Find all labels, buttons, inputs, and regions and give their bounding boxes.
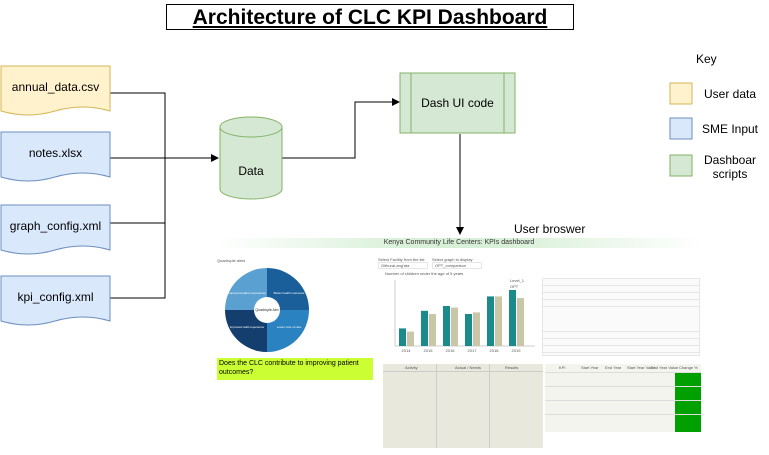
key-label-user-data: User data [703,87,757,101]
kpi-header-2: End Year [605,365,622,370]
aim-label-3: Improved staff experience [230,325,265,329]
filter-label-facility: Select Facility from the list [378,257,425,262]
bar-opt-2015 [429,314,436,346]
graph-config-label: graph_config.xml [9,219,102,233]
bar-level_1-2018 [487,296,494,346]
section-label: Quadruple aims [217,258,246,263]
graph-dropdown[interactable]: OPT_comparison [432,262,482,269]
bar-level_1-2019 [509,290,516,346]
key-label-sme-input: SME Input [701,122,759,136]
bar-level_1-2015 [421,310,428,346]
x-tick-label: 2014 [402,348,412,353]
bar-opt-2017 [473,312,480,346]
dash-ui-label: Dash UI code [421,96,494,110]
bar-opt-2016 [451,307,458,346]
aim-label-2: Lower cost of care [277,325,302,329]
legend-opt: OPT [510,284,519,289]
graph-config-doc [0,204,111,255]
notes-doc [0,131,111,182]
wheel-center: Quadruple Aim [255,308,278,312]
page-title: Architecture of CLC KPI Dashboard [166,4,574,30]
bar-level_1-2016 [443,306,450,346]
data-store-label: Data [238,164,264,178]
x-tick-label: 2018 [490,348,500,353]
activity-header-0: Activity [405,365,418,370]
aim-segment-staff [225,310,267,352]
activity-header-2: Results [505,365,519,370]
question-box: Does the CLC contribute to improving pat… [217,358,373,380]
key-swatch-user-data [669,82,693,105]
facility-dropdown[interactable]: Githurai-ang'ata [378,262,428,269]
bar-chart: 2014 2015 2016 2017 2018 2019 [394,280,535,353]
key-title: Key [696,52,717,66]
x-tick-label: 2019 [512,348,522,353]
kpi-header-5: Change % [679,365,698,370]
kpi-header-1: Start Year [581,365,599,370]
input-connectors [110,92,464,299]
dashboard-screenshot: Kenya Community Life Centers: KPIs dashb… [215,238,703,448]
bar-opt-2014 [407,331,414,346]
aim-label-0: Improved patient experience [228,291,266,295]
aim-segment-patient [225,268,267,310]
bar-level_1-2017 [465,314,472,346]
browser-label: User broswer [514,222,586,236]
kpi-change-column [675,372,701,432]
key-swatch-scripts [669,154,693,177]
annual-data-doc [0,65,111,116]
x-tick-label: 2016 [446,348,456,353]
dashboard-header-bar [215,238,703,248]
kpi-header-3: Start Year Value [627,365,656,370]
kpi-header-4: End Year Value [651,365,679,370]
quadruple-aim-wheel: Quadruple Aim Improved patient experienc… [225,268,309,352]
activity-table: Activity Actual / Needs Results [383,364,543,448]
kpi-table: KPI Start Year End Year Start Year Value… [545,364,701,432]
aim-segment-cost [267,310,309,352]
chart-title: Number of children under the age of 5 ye… [385,271,464,276]
bar-opt-2018 [495,296,502,346]
aim-label-1: Better health outcomes [274,291,305,295]
kpi-header-0: KPI [559,365,566,370]
kpi-config-doc [0,275,111,326]
dashboard-header: Kenya Community Life Centers: KPIs dashb… [383,239,535,246]
activity-header-1: Actual / Needs [455,365,482,370]
filter-label-graph: Select graph to display [432,257,473,262]
x-tick-label: 2017 [468,348,478,353]
annual-data-label: annual_data.csv [11,80,100,94]
legend-level: Level_1 [510,278,525,283]
key-swatch-sme-input [669,117,693,140]
info-panel [542,278,700,356]
kpi-config-label: kpi_config.xml [17,290,94,304]
key-label-scripts: Dashboar scripts [703,153,757,181]
bar-opt-2019 [517,298,524,346]
notes-label: notes.xlsx [28,146,83,160]
dash-ui-box [399,72,516,134]
data-cylinder [219,116,283,200]
aim-segment-outcomes [267,268,309,310]
x-tick-label: 2015 [424,348,434,353]
bar-level_1-2014 [399,328,406,346]
